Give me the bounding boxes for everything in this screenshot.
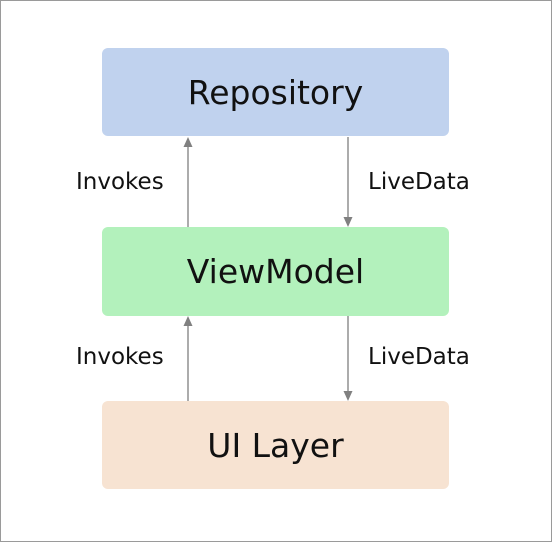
edge-label-invokes-lower: Invokes <box>76 344 164 370</box>
ui-layer-label: UI Layer <box>207 425 344 465</box>
arrow-invokes-lower <box>183 316 193 401</box>
edge-label-invokes-upper: Invokes <box>76 169 164 195</box>
ui-layer-box: UI Layer <box>102 401 449 489</box>
repository-box: Repository <box>102 48 449 136</box>
edge-label-livedata-lower: LiveData <box>368 344 470 370</box>
repository-label: Repository <box>187 72 364 112</box>
viewmodel-box: ViewModel <box>102 227 449 316</box>
arrow-livedata-upper <box>343 137 353 227</box>
edge-label-livedata-upper: LiveData <box>368 169 470 195</box>
arrow-livedata-lower <box>343 316 353 401</box>
viewmodel-label: ViewModel <box>186 252 365 291</box>
arrow-invokes-upper <box>183 137 193 227</box>
